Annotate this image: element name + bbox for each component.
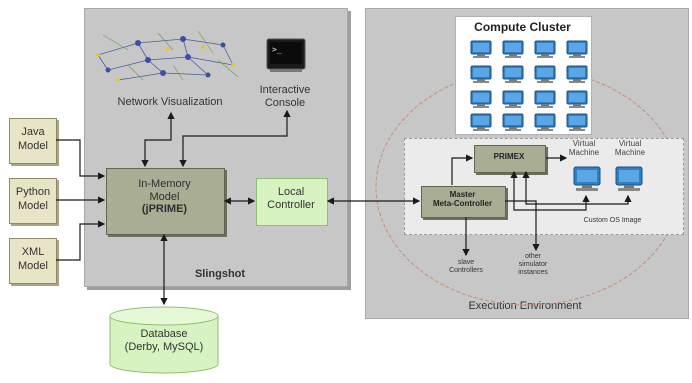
primex-label: PRIMEX: [493, 152, 525, 161]
master-meta-controller-label: Master Meta-Controller: [432, 190, 493, 209]
computer-icon: [502, 90, 524, 108]
python-model-doc: Python Model: [9, 178, 57, 224]
network-visualization-label: Network Visualization: [117, 96, 223, 108]
database-label: Database (Derby, MySQL): [124, 328, 204, 353]
primex-vm-arrow-2: [522, 170, 632, 205]
network-graph-icon: [96, 30, 239, 82]
virtual-machine-label-2: Virtual Machine: [614, 139, 646, 158]
computer-icon: [502, 40, 524, 58]
java-model-doc: Java Model: [9, 118, 57, 164]
computer-icon: [566, 90, 588, 108]
compute-cluster-title: Compute Cluster: [474, 20, 571, 34]
slingshot-title: Slingshot: [194, 268, 246, 280]
computer-icon: [573, 166, 601, 191]
console-model-arrow: [179, 109, 291, 168]
network-viz-model-arrow: [141, 111, 175, 168]
computer-icon: [470, 40, 492, 58]
local-controller-label: Local Controller: [267, 186, 315, 211]
slave-controllers-label: slave Controllers: [449, 259, 483, 275]
computer-icon: [566, 113, 588, 131]
virtual-machine-label-1: Virtual Machine: [568, 139, 600, 158]
xml-model-arrow: [56, 220, 106, 261]
computer-icon: [534, 40, 556, 58]
other-simulator-instances-label: other simulator instances: [518, 253, 548, 277]
computer-icon: [470, 113, 492, 131]
primex-box: [474, 145, 546, 173]
in-memory-model-box: [106, 168, 225, 235]
primex-vm-arrow-1: [510, 170, 590, 211]
master-primex-arrow: [451, 154, 474, 185]
computer-icon: [470, 90, 492, 108]
master-meta-controller-box: [421, 186, 506, 218]
custom-os-image-label: Custom OS Image: [583, 217, 642, 224]
interactive-console-label: Interactive Console: [259, 84, 311, 109]
computer-icon: [566, 65, 588, 83]
computer-icon: [534, 65, 556, 83]
computer-icon: [502, 65, 524, 83]
computer-icon: [534, 90, 556, 108]
terminal-icon: >_: [266, 38, 306, 72]
computer-icon: [470, 65, 492, 83]
java-model-arrow: [56, 139, 106, 180]
master-other-arrow: [505, 200, 540, 252]
local-controller-box: [256, 178, 328, 226]
computer-icon: [566, 40, 588, 58]
database-cylinder-icon: [109, 306, 219, 374]
computer-icon: [502, 113, 524, 131]
xml-model-doc: XML Model: [9, 238, 57, 284]
computer-icon: [534, 113, 556, 131]
computer-icon: [615, 166, 643, 191]
svg-text:>_: >_: [272, 45, 282, 54]
in-memory-model-label: In-Memory Model (jPRIME): [138, 178, 191, 216]
